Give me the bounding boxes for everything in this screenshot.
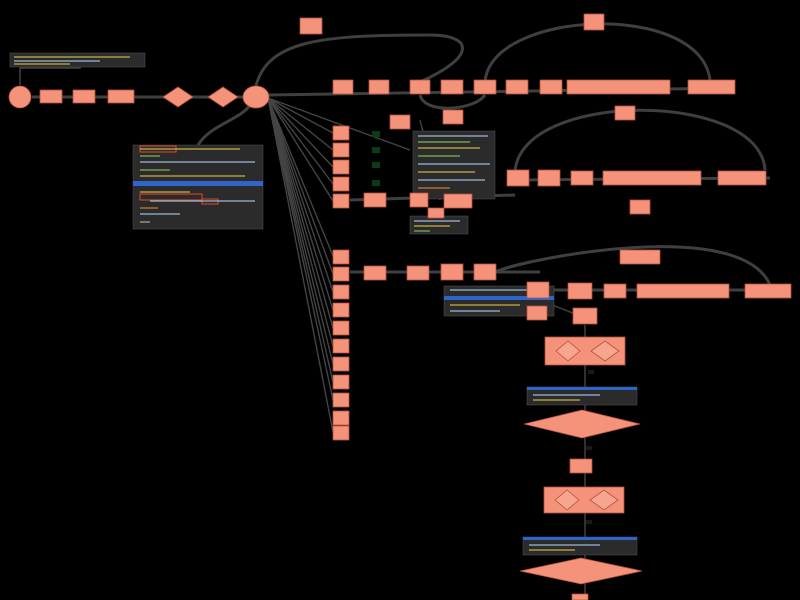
chain-node-2[interactable] <box>72 89 96 104</box>
top-row-node-2[interactable] <box>368 79 390 95</box>
top-row-node-1[interactable] <box>332 79 354 95</box>
middle-label-node-2[interactable] <box>629 199 651 215</box>
code-panel-left <box>132 144 264 230</box>
spine-node-3[interactable] <box>571 593 589 600</box>
code-panel-spine-1 <box>526 386 638 406</box>
lower-row-node-9[interactable] <box>636 283 730 299</box>
start-node[interactable] <box>8 85 32 109</box>
edges <box>19 22 772 600</box>
spine-tags <box>586 370 594 524</box>
fan-node-13[interactable] <box>332 374 350 390</box>
fan-node-2[interactable] <box>332 142 350 158</box>
middle-row-node-2[interactable] <box>409 192 429 208</box>
lower-row-node-8[interactable] <box>603 283 627 299</box>
middle-row-node-6[interactable] <box>537 169 561 187</box>
fan-node-15[interactable] <box>332 410 350 426</box>
spine-node-2[interactable] <box>569 458 593 474</box>
lower-row-node-6[interactable] <box>526 305 548 321</box>
middle-top-node[interactable] <box>389 114 411 130</box>
fan-column-lower <box>332 249 350 441</box>
fan-node-12[interactable] <box>332 356 350 372</box>
lower-row-node-4[interactable] <box>473 263 497 281</box>
top-row-node-4[interactable] <box>440 79 464 95</box>
code-panel-middle <box>412 130 496 200</box>
middle-label-node-1[interactable] <box>614 105 636 121</box>
fan-node-9[interactable] <box>332 302 350 318</box>
top-row-node-7[interactable] <box>539 79 563 95</box>
spine-group-2[interactable] <box>543 486 625 514</box>
fan-node-4[interactable] <box>332 176 350 192</box>
top-row-node-8[interactable] <box>566 79 671 95</box>
fan-node-10[interactable] <box>332 320 350 336</box>
top-label-node[interactable] <box>299 17 323 35</box>
lower-row-node-10[interactable] <box>744 283 792 299</box>
middle-row-node-8[interactable] <box>602 170 702 186</box>
fan-node-6[interactable] <box>332 249 350 265</box>
code-panel-top-left <box>9 52 146 68</box>
decision-node-2[interactable] <box>207 86 239 108</box>
decision-node-1[interactable] <box>162 86 194 108</box>
code-panel-spine-2 <box>522 536 638 556</box>
fan-node-5[interactable] <box>332 193 350 209</box>
fan-node-1[interactable] <box>332 125 350 141</box>
lower-row-node-5[interactable] <box>526 281 550 299</box>
lower-row-node-1[interactable] <box>363 265 387 281</box>
top-underloop-node[interactable] <box>442 109 464 125</box>
spine-decision-2[interactable] <box>519 557 643 585</box>
spine-node-1[interactable] <box>572 307 598 325</box>
fan-node-8[interactable] <box>332 284 350 300</box>
fan-column-upper <box>332 125 350 209</box>
fan-edges <box>267 97 411 433</box>
hub-node[interactable] <box>242 85 270 109</box>
middle-row-node-1[interactable] <box>363 192 387 208</box>
fan-node-11[interactable] <box>332 338 350 354</box>
top-right-label-node[interactable] <box>583 13 605 31</box>
fan-node-3[interactable] <box>332 159 350 175</box>
top-row-node-9[interactable] <box>687 79 736 95</box>
lower-row-node-3[interactable] <box>440 263 464 281</box>
fan-node-14[interactable] <box>332 392 350 408</box>
middle-row-node-5[interactable] <box>506 169 530 187</box>
chain-node-1[interactable] <box>39 89 63 104</box>
middle-row-node-3[interactable] <box>427 207 445 219</box>
middle-row-node-4[interactable] <box>443 193 473 209</box>
top-row-node-6[interactable] <box>505 79 529 95</box>
lower-row-node-7[interactable] <box>567 282 593 300</box>
spine-decision-1[interactable] <box>523 409 641 439</box>
code-panel-middle-lower <box>409 215 469 235</box>
middle-row-node-9[interactable] <box>717 170 767 186</box>
chain-node-3[interactable] <box>107 89 135 104</box>
top-row-node-5[interactable] <box>473 79 497 95</box>
middle-row-node-7[interactable] <box>570 170 594 186</box>
lower-row-node-2[interactable] <box>406 265 430 281</box>
fan-node-7[interactable] <box>332 266 350 282</box>
green-tags <box>372 131 380 186</box>
fan-node-16[interactable] <box>332 425 350 441</box>
lower-label-node[interactable] <box>619 249 661 265</box>
top-row-node-3[interactable] <box>409 79 431 95</box>
spine-group-1[interactable] <box>544 336 626 366</box>
